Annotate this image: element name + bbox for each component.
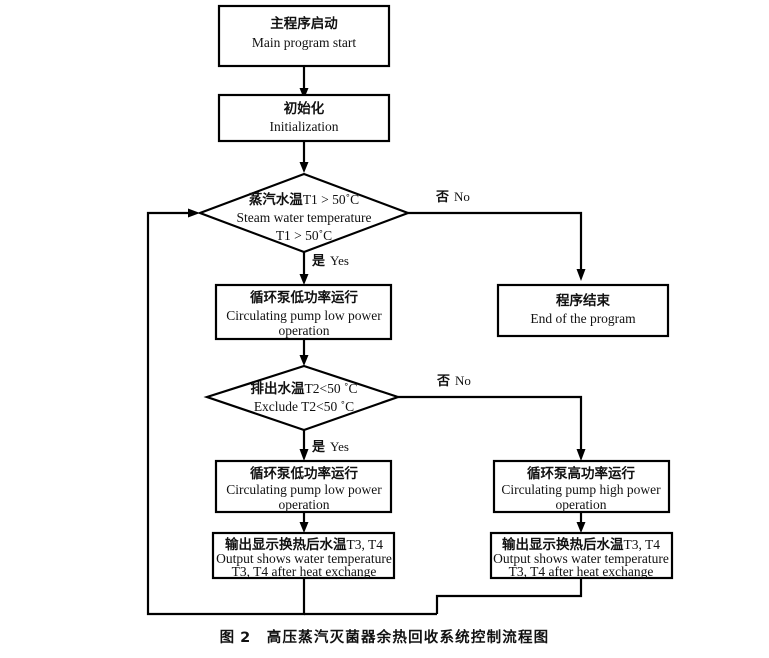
node-pumphigh-en2: operation: [556, 497, 607, 512]
node-decision-t2-line1-cn: 排出水温: [251, 380, 305, 397]
node-pumplow2-en2: operation: [279, 497, 330, 512]
edge-pumplow1-to-decision-t2: [299, 339, 309, 366]
node-output-display-right[interactable]: 输出显示换热后水温T3, T4 Output shows water tempe…: [489, 531, 674, 580]
svg-text:否No: 否 No: [435, 189, 470, 205]
figure-caption: 图 2 高压蒸汽灭菌器余热回收系统控制流程图: [0, 626, 769, 647]
node-decision-t1-line1-cn: 蒸汽水温: [249, 191, 303, 208]
edge-label-t2-yes-cn: 是: [311, 440, 326, 455]
node-output-right-cn-suffix: T3, T4: [624, 537, 661, 552]
node-pumplow2-en1: Circulating pump low power: [226, 482, 382, 497]
edge-label-t2-yes: 是 Yes: [311, 439, 349, 455]
node-pumphigh-en1: Circulating pump high power: [501, 482, 661, 497]
edge-label-t1-no-en: No: [454, 189, 470, 204]
node-pumphigh-cn: 循环泵高功率运行: [527, 465, 635, 482]
edge-decision-t2-no: [398, 395, 586, 461]
node-decision-t1-line1-en: T1 > 50˚C: [303, 192, 359, 207]
node-output-right-en2: T3, T4 after heat exchange: [509, 564, 654, 579]
node-init-en: Initialization: [270, 119, 339, 134]
edge-init-to-decision-t1: [299, 141, 309, 173]
node-output-left-cn-main: 输出显示换热后水温: [225, 536, 347, 553]
node-decision-t2-line1-en: T2<50 ˚C: [305, 381, 358, 396]
node-decision-t1-line1: 蒸汽水温T1 > 50˚C: [249, 191, 359, 208]
node-decision-t2-line1: 排出水温T2<50 ˚C: [251, 380, 358, 397]
edge-pumplow2-to-output-left: [299, 512, 309, 533]
node-end-program[interactable]: 程序结束 End of the program: [496, 283, 670, 338]
node-pump-high-power[interactable]: 循环泵高功率运行 Circulating pump high power ope…: [492, 459, 671, 514]
node-start[interactable]: 主程序启动 Main program start: [217, 4, 391, 68]
node-pumplow1-cn: 循环泵低功率运行: [250, 289, 358, 306]
node-decision-t1-line3: T1 > 50˚C: [276, 228, 332, 243]
node-init-cn: 初始化: [284, 100, 325, 117]
node-output-left-cn: 输出显示换热后水温T3, T4: [225, 536, 383, 553]
edge-label-t1-no-cn: 否: [435, 190, 449, 205]
svg-text:否No: 否 No: [436, 373, 471, 389]
figure-caption-number: 图 2: [219, 630, 251, 646]
node-output-left-en2: T3, T4 after heat exchange: [232, 564, 377, 579]
edge-decision-t2-yes: [299, 430, 309, 461]
edge-start-to-init: [299, 66, 309, 99]
edge-label-t1-yes-cn: 是: [311, 254, 326, 269]
edge-label-t1-yes-en: Yes: [330, 253, 349, 268]
node-start-cn: 主程序启动: [270, 15, 338, 32]
node-output-left-cn-suffix: T3, T4: [347, 537, 384, 552]
edge-decision-t1-no: [408, 211, 586, 281]
node-start-en: Main program start: [252, 35, 356, 50]
node-pumplow2-cn: 循环泵低功率运行: [250, 465, 358, 482]
node-endprogram-cn: 程序结束: [556, 292, 610, 309]
node-output-display-left[interactable]: 输出显示换热后水温T3, T4 Output shows water tempe…: [211, 531, 396, 580]
edge-label-t2-yes-en: Yes: [330, 439, 349, 454]
edge-label-t1-yes: 是 Yes: [311, 253, 349, 269]
node-decision-steam-temperature[interactable]: 蒸汽水温T1 > 50˚C Steam water temperature T1…: [196, 172, 412, 254]
node-pumplow1-en1: Circulating pump low power: [226, 308, 382, 323]
node-decision-t1-line2: Steam water temperature: [237, 210, 372, 225]
figure-caption-title: 高压蒸汽灭菌器余热回收系统控制流程图: [266, 630, 550, 646]
edge-output-right-feedback: [435, 578, 583, 614]
node-decision-t2-line2: Exclude T2<50 ˚C: [254, 399, 354, 414]
node-pump-low-power-1[interactable]: 循环泵低功率运行 Circulating pump low power oper…: [214, 283, 393, 341]
node-pumplow1-en2: operation: [279, 323, 330, 338]
node-output-right-cn: 输出显示换热后水温T3, T4: [502, 536, 660, 553]
node-output-right-en1: Output shows water temperature: [493, 551, 669, 566]
edge-label-t1-no: 否 No: [435, 189, 470, 205]
node-initialization[interactable]: 初始化 Initialization: [217, 93, 391, 143]
node-pump-low-power-2[interactable]: 循环泵低功率运行 Circulating pump low power oper…: [214, 459, 393, 514]
node-output-right-cn-main: 输出显示换热后水温: [502, 536, 624, 553]
edge-output-left-feedback: [146, 208, 306, 616]
node-output-left-en1: Output shows water temperature: [216, 551, 392, 566]
edge-pumphigh-to-output-right: [576, 512, 586, 533]
node-endprogram-en: End of the program: [530, 311, 636, 326]
edge-label-t2-no-en: No: [455, 373, 471, 388]
node-decision-exhaust-temperature[interactable]: 排出水温T2<50 ˚C Exclude T2<50 ˚C: [203, 364, 402, 432]
edge-decision-t1-yes: [299, 252, 309, 285]
edge-label-t2-no: 否 No: [436, 373, 471, 389]
edge-label-t2-no-cn: 否: [436, 374, 450, 389]
